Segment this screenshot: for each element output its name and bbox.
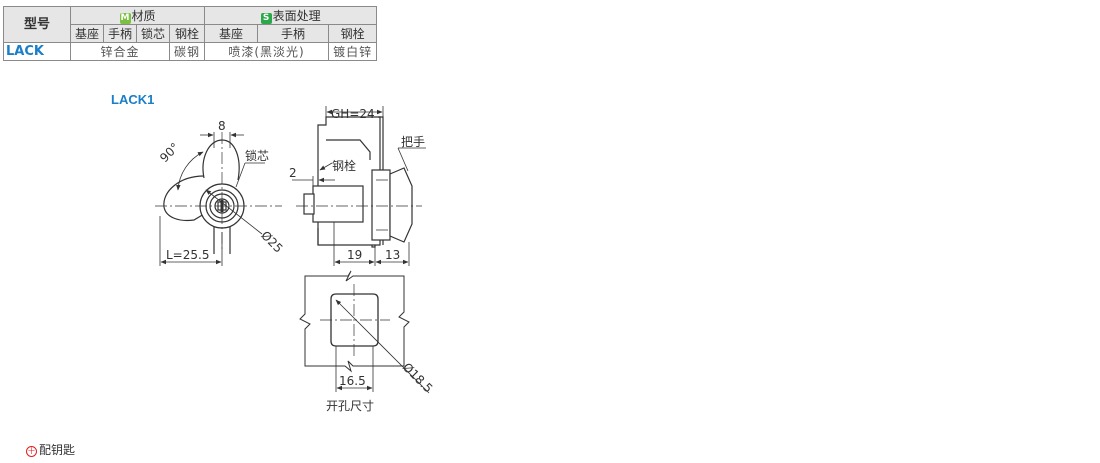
model-cell: LACK — [3, 42, 71, 61]
dim-angle: 90° — [157, 140, 182, 165]
dim-19: 19 — [347, 248, 362, 262]
front-view — [163, 139, 245, 254]
bolt-arm — [326, 139, 371, 160]
bolt-material-cell: 碳钢 — [169, 42, 206, 61]
col-material-core: 锁芯 — [136, 24, 171, 43]
alloy-cell: 锌合金 — [69, 42, 171, 61]
handle-lower-lobe — [163, 175, 205, 222]
label-cutout: 开孔尺寸 — [326, 399, 374, 413]
handle-side — [389, 167, 413, 243]
footnote-text: 配钥匙 — [39, 443, 76, 457]
side-view — [303, 116, 413, 248]
footnote: 十配钥匙 — [26, 441, 75, 458]
label-handle: 把手 — [401, 135, 425, 149]
dim-offset-2: 2 — [289, 166, 297, 180]
cutout-centerlines — [320, 284, 390, 356]
shaft — [312, 185, 364, 223]
col-material-bolt: 钢栓 — [169, 24, 206, 43]
dim-length: L=25.5 — [166, 248, 209, 262]
dim-13: 13 — [385, 248, 400, 262]
plating-cell: 镀白锌 — [328, 42, 378, 61]
surface-tag-icon: S — [260, 12, 272, 24]
handle-upper-lobe — [202, 139, 240, 181]
paint-cell: 喷漆(黑淡光) — [204, 42, 330, 61]
front-dimensions — [159, 132, 265, 266]
col-surface-bolt: 钢栓 — [328, 24, 378, 43]
surface-label: 表面处理 — [272, 8, 321, 23]
shaft-tip — [303, 193, 315, 215]
dim-diameter-25: Ø25 — [258, 228, 285, 255]
label-lock-core: 锁芯 — [245, 148, 269, 163]
model-label: LACK1 — [111, 92, 155, 107]
dim-gh: GH=24 — [331, 107, 375, 121]
handle-bottom-stem — [213, 222, 231, 254]
dim-diameter-18: Ø18.5 — [400, 360, 435, 395]
col-material-base: 基座 — [69, 24, 105, 43]
cutout-view — [299, 270, 410, 373]
material-tag-icon: M — [119, 12, 131, 24]
dim-width-top: 8 — [218, 119, 226, 133]
col-material-handle: 手柄 — [103, 24, 138, 43]
front-centerlines — [155, 132, 282, 250]
side-dimensions — [292, 106, 426, 266]
cutout-dimensions — [335, 299, 430, 394]
key-mark-icon: 十 — [26, 446, 37, 457]
material-label: 材质 — [131, 8, 156, 23]
model-header: 型号 — [3, 6, 71, 43]
dim-cut-16: 16.5 — [339, 374, 366, 388]
nut — [371, 169, 391, 241]
col-surface-handle: 手柄 — [257, 24, 330, 43]
bracket — [317, 116, 381, 246]
label-bolt: 钢栓 — [332, 158, 356, 173]
